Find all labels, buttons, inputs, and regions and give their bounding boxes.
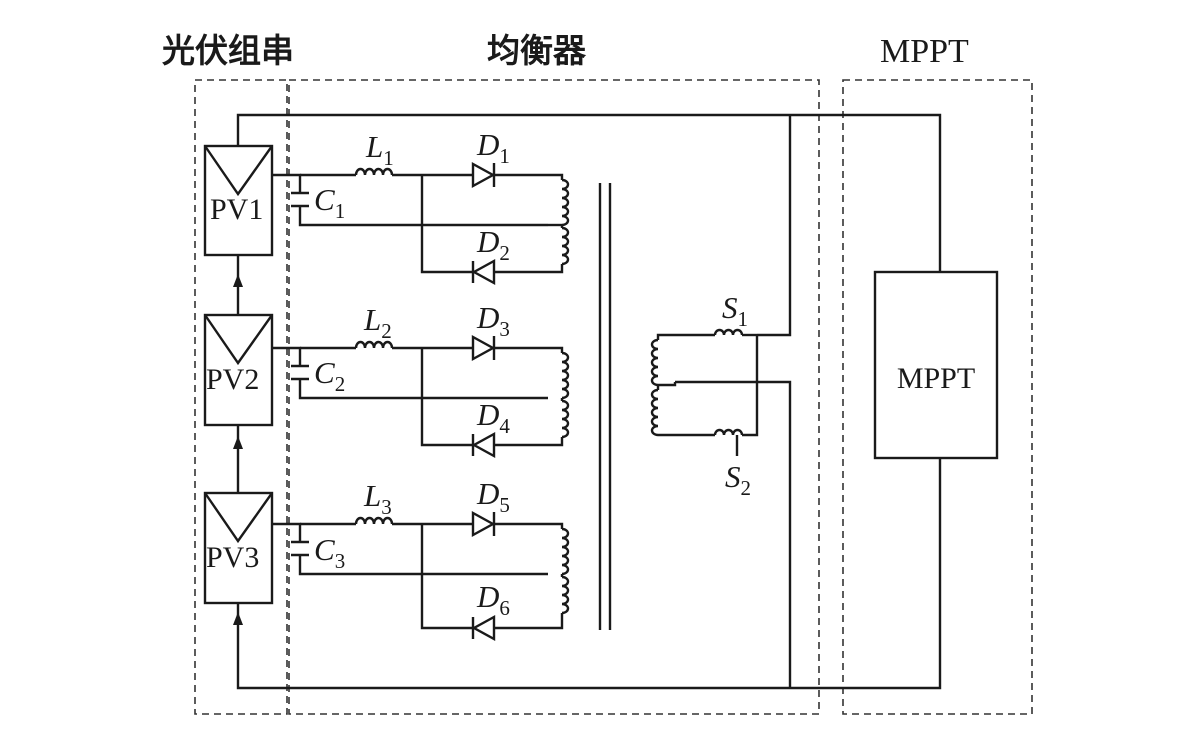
diode-label-2: D2 [476, 224, 510, 265]
mppt-box-label: MPPT [897, 362, 975, 395]
inductor-label-3: L3 [363, 478, 392, 519]
diode-label-6: D6 [476, 579, 510, 620]
mppt-section-heading: MPPT [880, 33, 969, 70]
switch-label-1: S1 [722, 290, 748, 331]
capacitor-label-2: C2 [314, 355, 345, 396]
equalizer-cell-2 [272, 334, 570, 459]
diode-label-4: D4 [476, 397, 510, 438]
capacitor-symbols [291, 191, 309, 557]
pv-module-label: PV3 [206, 541, 259, 574]
transformer-core [598, 183, 612, 630]
capacitor-label-1: C1 [314, 182, 345, 223]
equalizer-heading: 均衡器 [487, 31, 587, 70]
diode-label-3: D3 [476, 300, 510, 341]
capacitor-label-3: C3 [314, 532, 345, 573]
equalizer-cell-3 [272, 510, 570, 642]
pv-module-2: PV2 [203, 313, 274, 427]
switch-label-2: S2 [725, 459, 751, 500]
pv-module-label: PV2 [206, 363, 259, 396]
secondary-winding [650, 328, 759, 456]
pv-string-heading: 光伏组串 [162, 31, 294, 70]
pv-module-1: PV1 [203, 144, 274, 257]
pv-module-3: PV3 [203, 491, 274, 605]
equalizer-cell-1 [272, 161, 570, 286]
diode-label-1: D1 [476, 127, 510, 168]
mppt-converter: MPPT [873, 270, 999, 460]
mppt-boundary [842, 79, 1033, 715]
inductor-label-2: L2 [363, 302, 392, 343]
diode-label-5: D5 [476, 476, 510, 517]
equalizer-boundary [288, 79, 820, 715]
pv-module-label: PV1 [210, 193, 263, 226]
inductor-label-1: L1 [365, 129, 394, 170]
pv-string-boundary [194, 79, 288, 715]
main-bus-wires [233, 113, 942, 690]
